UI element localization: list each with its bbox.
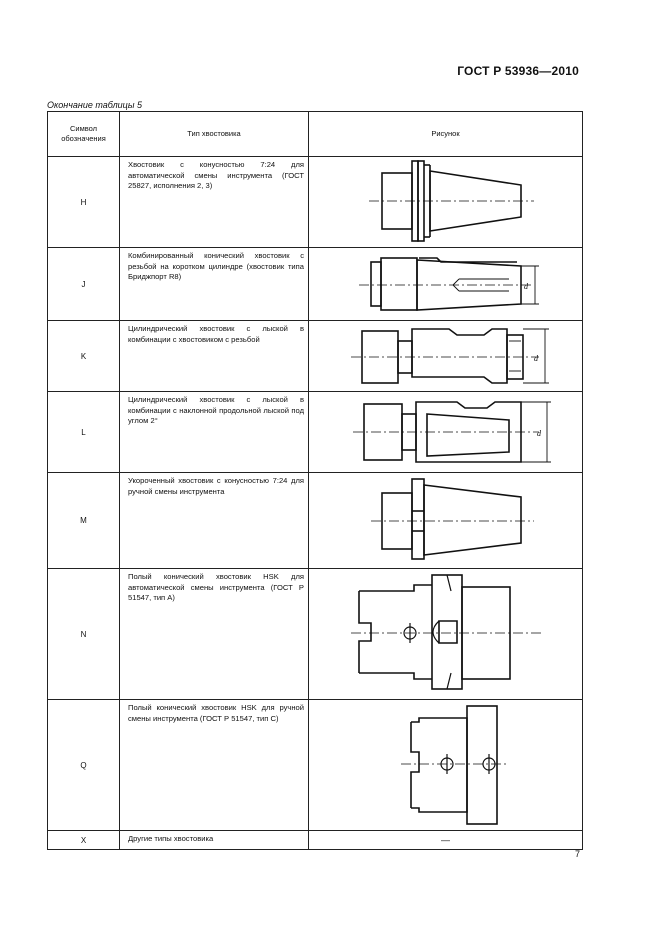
description-cell: Комбинированный конический хвостовик с р… bbox=[119, 247, 309, 321]
description-cell: Хвостовик с конусностью 7:24 для автомат… bbox=[119, 156, 309, 248]
shank-types-table: Символ обозначения Тип хвостовика Рисуно… bbox=[47, 111, 583, 850]
hsk-type-a-figure bbox=[351, 574, 541, 690]
table-row: N Полый конический хвостовик HSK для авт… bbox=[47, 568, 583, 700]
table-row: L Цилиндрический хвостовик с лыской в ко… bbox=[47, 391, 583, 473]
description-cell: Укороченный хвостовик с конусностью 7:24… bbox=[119, 472, 309, 569]
symbol-cell: K bbox=[47, 320, 120, 392]
description-cell: Другие типы хвостовика bbox=[119, 830, 309, 850]
cylindrical-flat-thread-figure: d bbox=[351, 328, 549, 384]
document-id: ГОСТ Р 53936—2010 bbox=[457, 64, 579, 78]
figure-cell bbox=[308, 156, 583, 248]
table-row: H Хвостовик с конусностью 7:24 для автом… bbox=[47, 156, 583, 248]
table-row: J Комбинированный конический хвостовик с… bbox=[47, 247, 583, 321]
table-row: K Цилиндрический хвостовик с лыской в ко… bbox=[47, 320, 583, 392]
description-cell: Полый конический хвостовик HSK для автом… bbox=[119, 568, 309, 700]
figure-cell: d bbox=[308, 391, 583, 473]
dim-label-d: d bbox=[524, 282, 529, 291]
description-cell: Цилиндрический хвостовик с лыской в комб… bbox=[119, 320, 309, 392]
symbol-cell: L bbox=[47, 391, 120, 473]
table-row: M Укороченный хвостовик с конусностью 7:… bbox=[47, 472, 583, 569]
table-row: Q Полый конический хвостовик HSK для руч… bbox=[47, 699, 583, 831]
figure-cell: d bbox=[308, 247, 583, 321]
cylindrical-inclined-flat-figure: d bbox=[353, 401, 551, 463]
column-header-symbol: Символ обозначения bbox=[47, 111, 120, 157]
symbol-cell: X bbox=[47, 830, 120, 850]
figure-cell bbox=[308, 472, 583, 569]
page-number: 7 bbox=[574, 849, 580, 859]
table-header-row: Символ обозначения Тип хвостовика Рисуно… bbox=[47, 111, 583, 157]
figure-cell: d bbox=[308, 320, 583, 392]
hsk-type-c-figure bbox=[401, 705, 509, 825]
symbol-cell: J bbox=[47, 247, 120, 321]
short-taper-manual-figure bbox=[371, 478, 534, 560]
dim-label-d: d bbox=[534, 354, 539, 363]
column-header-figure: Рисунок bbox=[308, 111, 583, 157]
taper-7-24-auto-figure bbox=[369, 160, 534, 242]
figure-cell bbox=[308, 699, 583, 831]
table-row: X Другие типы хвостовика — bbox=[47, 830, 583, 850]
dim-label-d: d bbox=[537, 429, 542, 438]
description-cell: Полый конический хвостовик HSK для ручно… bbox=[119, 699, 309, 831]
description-cell: Цилиндрический хвостовик с лыской в комб… bbox=[119, 391, 309, 473]
symbol-cell: Q bbox=[47, 699, 120, 831]
symbol-cell: M bbox=[47, 472, 120, 569]
table-caption: Окончание таблицы 5 bbox=[47, 100, 142, 110]
bridgeport-r8-figure: d bbox=[359, 257, 539, 311]
figure-cell: — bbox=[308, 830, 583, 850]
column-header-type: Тип хвостовика bbox=[119, 111, 309, 157]
symbol-cell: N bbox=[47, 568, 120, 700]
figure-cell bbox=[308, 568, 583, 700]
symbol-cell: H bbox=[47, 156, 120, 248]
